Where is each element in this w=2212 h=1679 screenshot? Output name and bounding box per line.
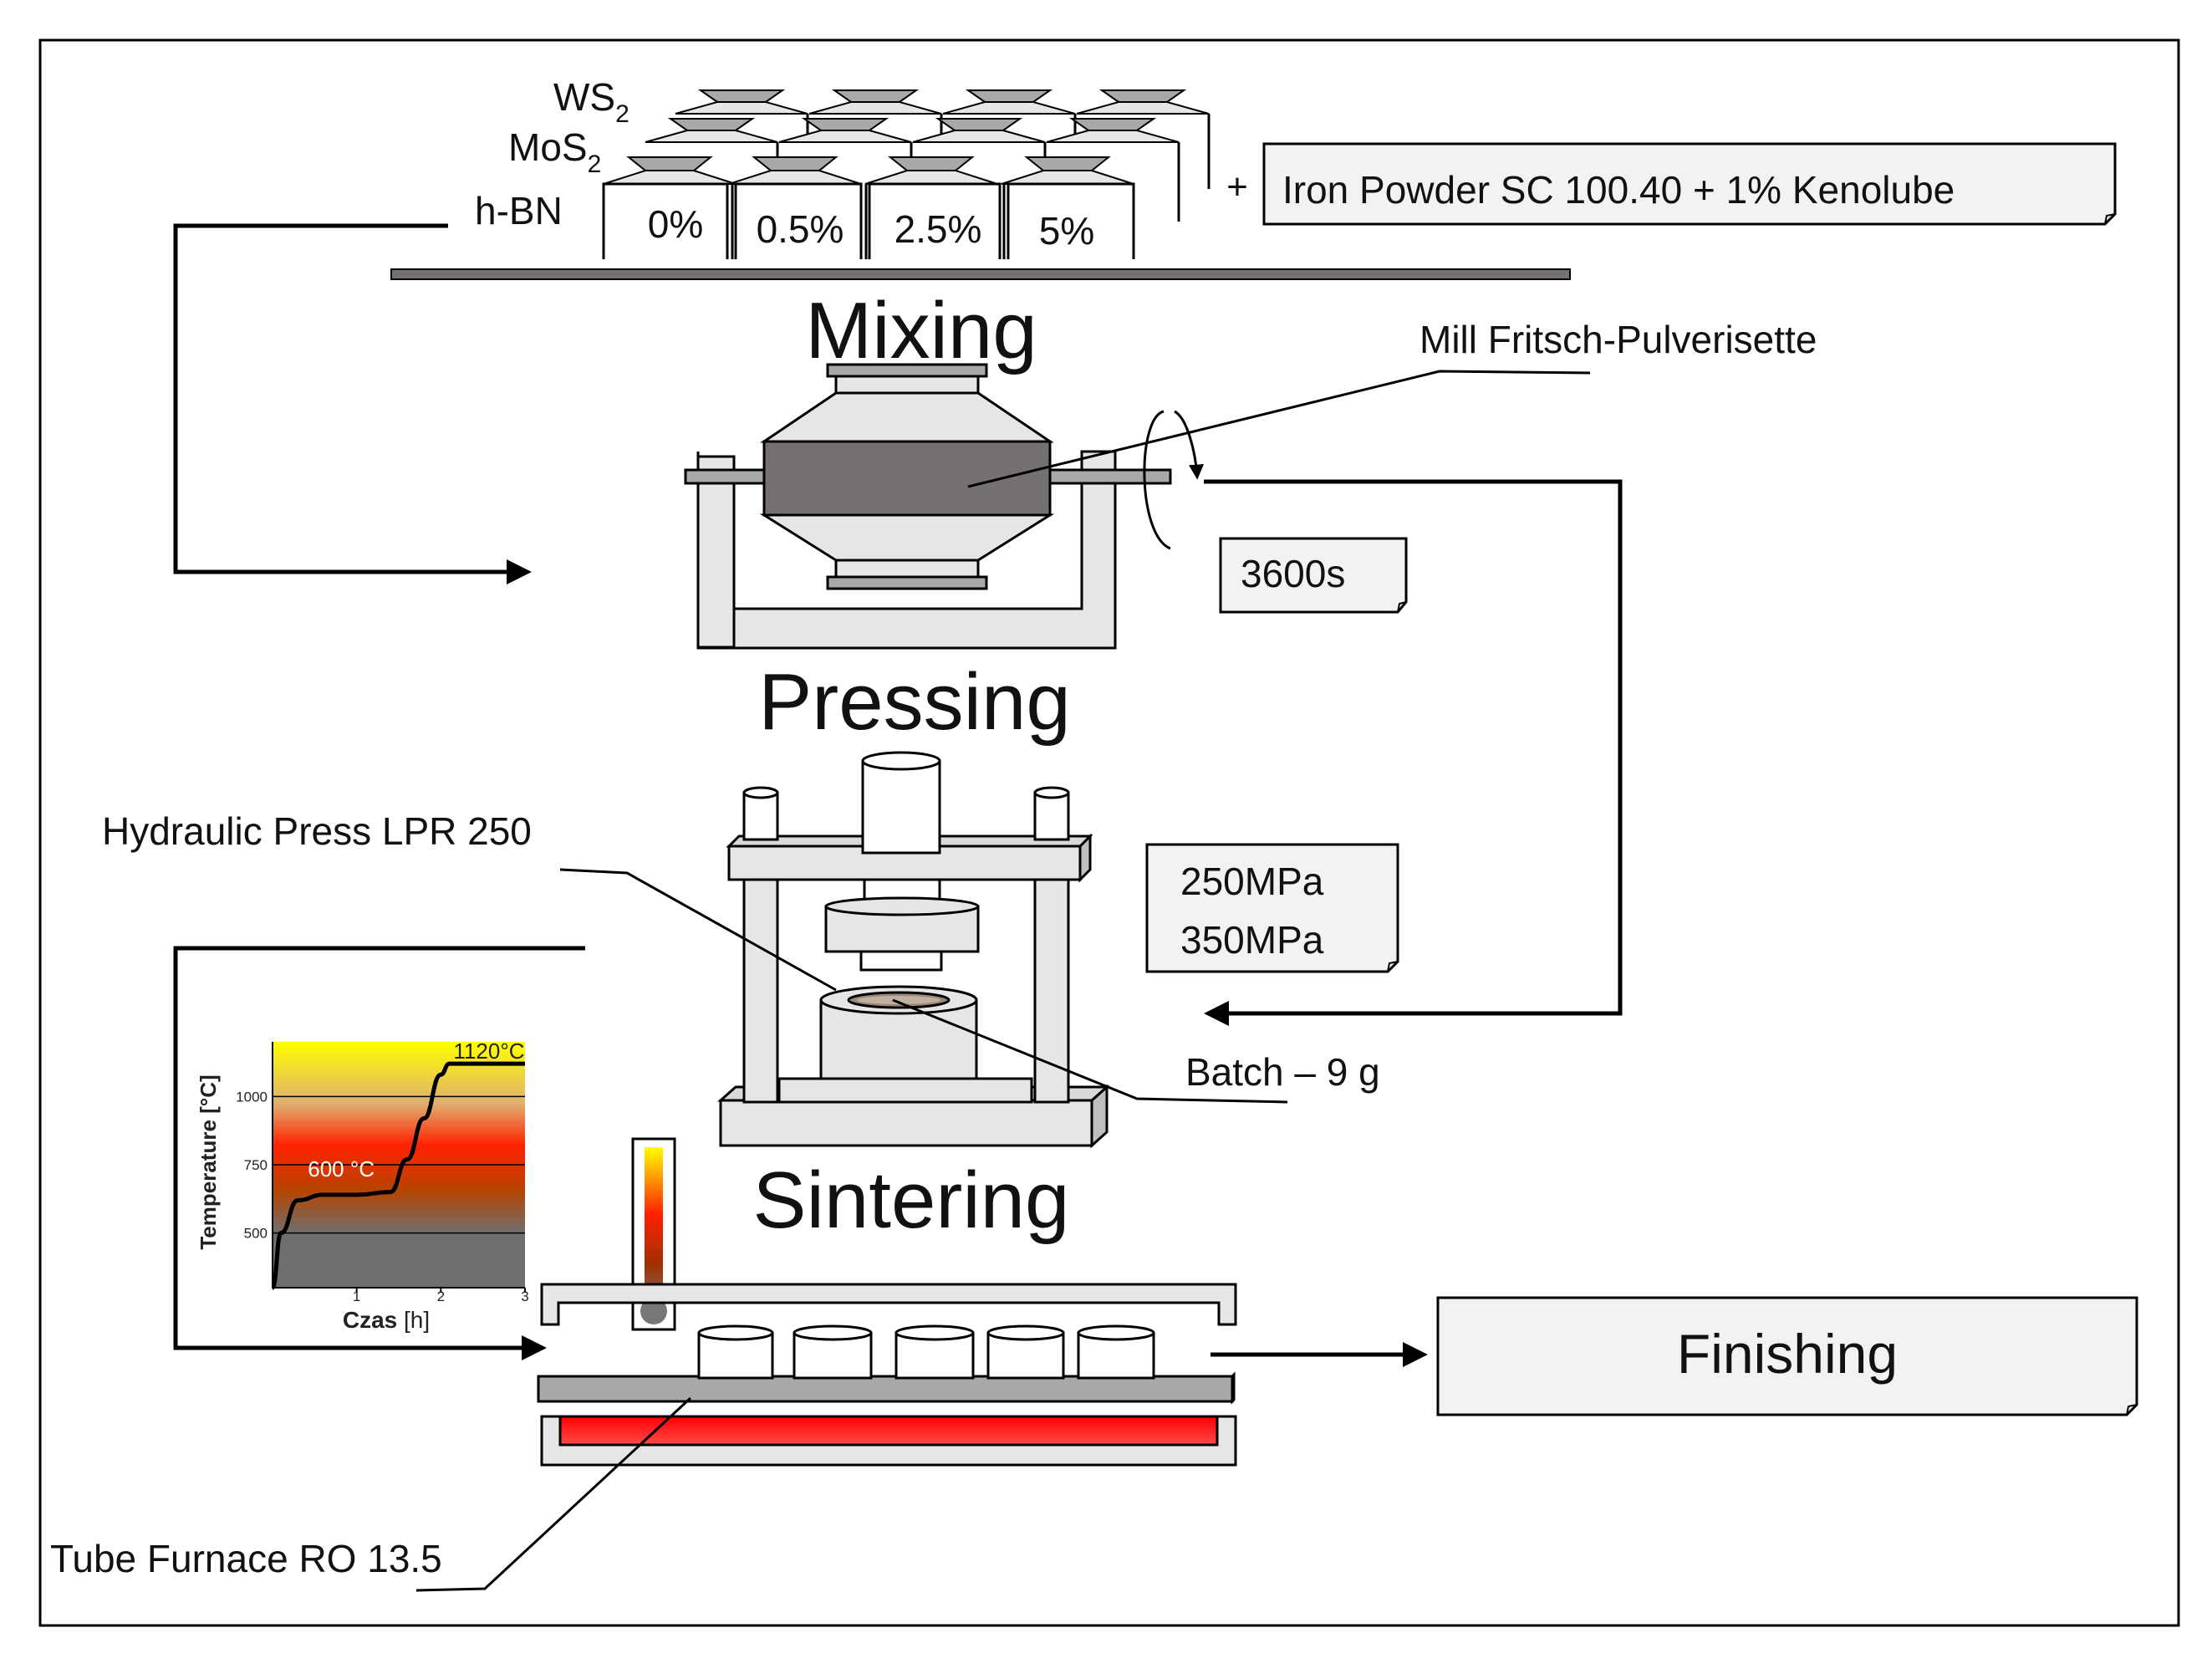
mixing-title: Mixing bbox=[805, 286, 1037, 375]
chart-xtick-2: 2 bbox=[437, 1289, 445, 1304]
pressure-box bbox=[1145, 843, 1399, 973]
rotation-arrow bbox=[1143, 410, 1171, 550]
sintering-title: Sintering bbox=[753, 1156, 1070, 1245]
finishing-title: Finishing bbox=[1677, 1323, 1898, 1385]
chart-xtick-3: 3 bbox=[521, 1289, 528, 1304]
finishing-box bbox=[1436, 1296, 2138, 1416]
batch-leader-line bbox=[892, 998, 1288, 1104]
ws2-hoppers bbox=[675, 89, 1210, 115]
hbn-label: h-BN bbox=[475, 189, 563, 232]
annotation-1120c: 1120°C bbox=[453, 1039, 524, 1064]
ws2-hopper-stems bbox=[806, 114, 1210, 189]
pressure-250: 250MPa bbox=[1180, 860, 1324, 903]
mos2-hoppers bbox=[645, 118, 1180, 143]
mill bbox=[684, 363, 1172, 650]
plus-sign: + bbox=[1226, 166, 1248, 207]
tube-furnace bbox=[537, 1283, 1237, 1467]
powder-shelf bbox=[390, 268, 1571, 280]
chart-ytick-1000: 1000 bbox=[236, 1089, 268, 1105]
percent-bins bbox=[602, 182, 1135, 259]
chart-ytick-500: 500 bbox=[244, 1226, 268, 1242]
percent-0-5: 0.5% bbox=[757, 207, 844, 251]
percent-2-5: 2.5% bbox=[894, 207, 982, 251]
iron-powder-box bbox=[1262, 142, 2117, 226]
annotation-600c: 600 °C bbox=[308, 1156, 375, 1181]
arrow-pressing-to-sintering bbox=[173, 946, 585, 1360]
chart-xtick-1: 1 bbox=[353, 1289, 360, 1304]
press-leader-line bbox=[559, 868, 837, 992]
hbn-hoppers bbox=[603, 156, 1134, 185]
pressing-title: Pressing bbox=[758, 657, 1071, 747]
mos2-label: MoS2 bbox=[508, 125, 601, 178]
time-box bbox=[1219, 537, 1408, 614]
temperature-profile-chart: 500 750 1000 1 2 3 600 °C 1120°C Temperature … bbox=[196, 1039, 529, 1333]
mixing-time: 3600s bbox=[1241, 552, 1345, 595]
hydraulic-press bbox=[717, 751, 1110, 1149]
mill-leader-line bbox=[967, 370, 1591, 488]
ws2-label: WS2 bbox=[553, 75, 629, 128]
chart-ytick-750: 750 bbox=[244, 1157, 268, 1173]
mill-label: Mill Fritsch-Pulverisette bbox=[1419, 318, 1817, 361]
arrow-powders-to-mixing bbox=[173, 223, 532, 584]
pressure-350: 350MPa bbox=[1180, 918, 1324, 962]
arrow-mixing-to-pressing bbox=[1204, 479, 1623, 1026]
furnace-label: Tube Furnace RO 13.5 bbox=[50, 1537, 442, 1580]
iron-powder-label: Iron Powder SC 100.40 + 1% Kenolube bbox=[1282, 168, 1955, 212]
percent-5: 5% bbox=[1039, 209, 1094, 253]
sintered-samples bbox=[697, 1324, 1155, 1380]
percent-0: 0% bbox=[648, 202, 703, 246]
temperature-curve bbox=[270, 1061, 525, 1290]
chart-xlabel: Czas [h] bbox=[343, 1307, 430, 1333]
chart-axes-lines bbox=[272, 1042, 525, 1289]
furnace-leader-line bbox=[415, 1396, 692, 1592]
outer-frame bbox=[38, 38, 2180, 1627]
chart-ylabel: Temperature [°C] bbox=[196, 1074, 221, 1249]
batch-label: Batch – 9 g bbox=[1185, 1050, 1380, 1094]
press-label: Hydraulic Press LPR 250 bbox=[102, 809, 532, 853]
